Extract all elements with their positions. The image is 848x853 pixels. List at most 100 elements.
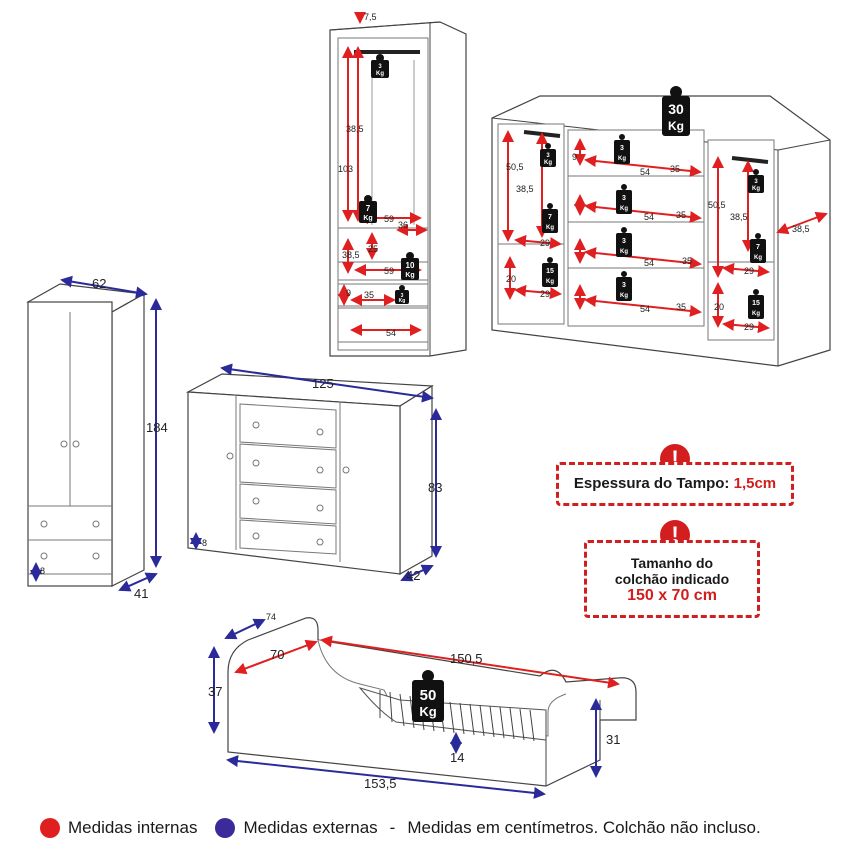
weight-unit: Kg — [544, 160, 552, 166]
dresser-base: 8 — [202, 538, 207, 548]
dd-dim-left-shelf-w: 29 — [540, 238, 550, 248]
wd-dim-hang: 103 — [338, 164, 353, 174]
weight-value: 3 — [622, 282, 626, 289]
wd-dim-drawer-d: 35 — [364, 290, 374, 300]
dd-dim-left-hang: 38,5 — [516, 184, 534, 194]
dd-dim-right-hang: 38,5 — [730, 212, 748, 222]
tampo-label: Espessura do Tampo: — [573, 475, 730, 492]
weight-unit: Kg — [618, 156, 626, 162]
weight-badge: 3Kg — [748, 169, 764, 193]
wardrobe-depth: 41 — [134, 586, 148, 601]
weight-unit: Kg — [752, 186, 760, 192]
mattress-line-2: colchão indicado — [614, 571, 730, 587]
dd-dim-drawer2-w: 54 — [644, 212, 654, 222]
weight-badge: 7Kg — [359, 195, 377, 223]
legend-external: Medidas externas — [243, 818, 378, 837]
mattress-line-1: Tamanho do — [630, 555, 714, 571]
weight-unit: Kg — [620, 249, 628, 255]
dd-dim-drawer1-h: 9 — [572, 152, 577, 162]
bed-underside: 14 — [450, 750, 464, 765]
weight-value: 7 — [366, 204, 371, 213]
wardrobe-detail — [329, 21, 467, 357]
weight-value: 50 — [420, 687, 437, 704]
weight-unit: Kg — [399, 298, 406, 304]
dresser-exterior-dimensions: 125 83 42 8 — [190, 363, 442, 583]
wardrobe-base: 8 — [40, 566, 45, 576]
weight-value: 30 — [668, 101, 684, 117]
weight-value: 3 — [401, 293, 404, 299]
dd-dim-left-low-h: 20 — [506, 274, 516, 284]
wardrobe-exterior-dimensions: 62 184 41 8 — [30, 275, 168, 601]
dd-dim-drawer4-w: 54 — [640, 304, 650, 314]
dd-dim-drawer2-d: 35 — [676, 210, 686, 220]
weight-unit: Kg — [752, 311, 760, 317]
wardrobe-height: 184 — [146, 420, 168, 435]
tampo-value: 1,5cm — [733, 475, 777, 492]
wd-dim-depth1: 36 — [398, 220, 408, 230]
dd-dim-drawer3-w: 54 — [644, 258, 654, 268]
wd-dim-upper: 38,5 — [346, 124, 364, 134]
wd-dim-drawer-h: 9 — [346, 288, 351, 298]
weight-unit: Kg — [620, 206, 628, 212]
dd-dim-right-shelf-w: 29 — [744, 266, 754, 276]
external-dot-icon — [215, 818, 236, 838]
weight-badge: 3Kg — [616, 271, 632, 301]
weight-unit: Kg — [419, 704, 436, 719]
weight-badge: 7Kg — [542, 203, 558, 233]
legend-note: Medidas em centímetros. Colchão não incl… — [407, 818, 761, 837]
dd-dim-drawer1-w: 54 — [640, 167, 650, 177]
weight-value: 15 — [546, 268, 554, 275]
weight-badge: 3Kg — [371, 54, 389, 78]
weight-badge: 3Kg — [616, 184, 632, 214]
internal-dot-icon — [40, 818, 60, 838]
weight-badge: 3Kg — [616, 227, 632, 257]
mattress-size: 150 x 70 cm — [627, 587, 717, 604]
weight-value: 3 — [622, 195, 626, 202]
legend-separator: - — [389, 818, 396, 837]
dd-dim-left-low-w: 29 — [540, 289, 550, 299]
wd-dim-drawer-w: 54 — [386, 328, 396, 338]
weight-value: 15 — [752, 300, 760, 307]
bed-inner-width: 70 — [270, 647, 284, 662]
legend: Medidas internas Medidas externas - Medi… — [40, 816, 761, 840]
weight-unit: Kg — [405, 272, 414, 279]
weight-badge: 3Kg — [614, 134, 630, 164]
dd-dim-drawer4-d: 35 — [676, 302, 686, 312]
wd-dim-shelf-gap: 25 — [368, 244, 378, 254]
weight-unit: Kg — [363, 215, 372, 222]
weight-badge: 3Kg — [540, 143, 556, 167]
weight-unit: Kg — [668, 119, 684, 133]
weight-unit: Kg — [376, 71, 384, 77]
weight-value: 10 — [406, 261, 415, 270]
dresser-exterior — [185, 373, 434, 576]
wd-dim-width1: 59 — [384, 214, 394, 224]
dd-dim-left-h: 50,5 — [506, 162, 524, 172]
wardrobe-width: 62 — [92, 276, 106, 291]
dd-dim-right-low-w: 29 — [744, 322, 754, 332]
weight-value: 3 — [620, 145, 624, 152]
weight-value: 7 — [548, 214, 552, 221]
wd-dim-top: 7,5 — [364, 12, 377, 22]
weight-value: 3 — [622, 238, 626, 245]
tampo-note: Espessura do Tampo: 1,5cm — [556, 462, 794, 506]
bed-height: 37 — [208, 684, 222, 699]
weight-badge: 7Kg — [750, 233, 766, 263]
bed-inner-length: 150,5 — [450, 651, 483, 666]
mattress-note: Tamanho do colchão indicado 150 x 70 cm — [584, 540, 760, 618]
wardrobe-detail-dimensions: 7,5 38,5 103 25 38,5 59 36 59 9 35 54 — [338, 12, 428, 338]
wd-dim-lower: 38,5 — [342, 250, 360, 260]
dresser-depth: 42 — [406, 568, 420, 583]
dd-dim-drawer1-d: 35 — [670, 164, 680, 174]
bed-side-height: 31 — [606, 732, 620, 747]
weight-unit: Kg — [546, 225, 554, 231]
dresser-width: 125 — [312, 376, 334, 391]
dd-dim-drawer3-d: 35 — [682, 256, 692, 266]
weight-value: 7 — [756, 244, 760, 251]
